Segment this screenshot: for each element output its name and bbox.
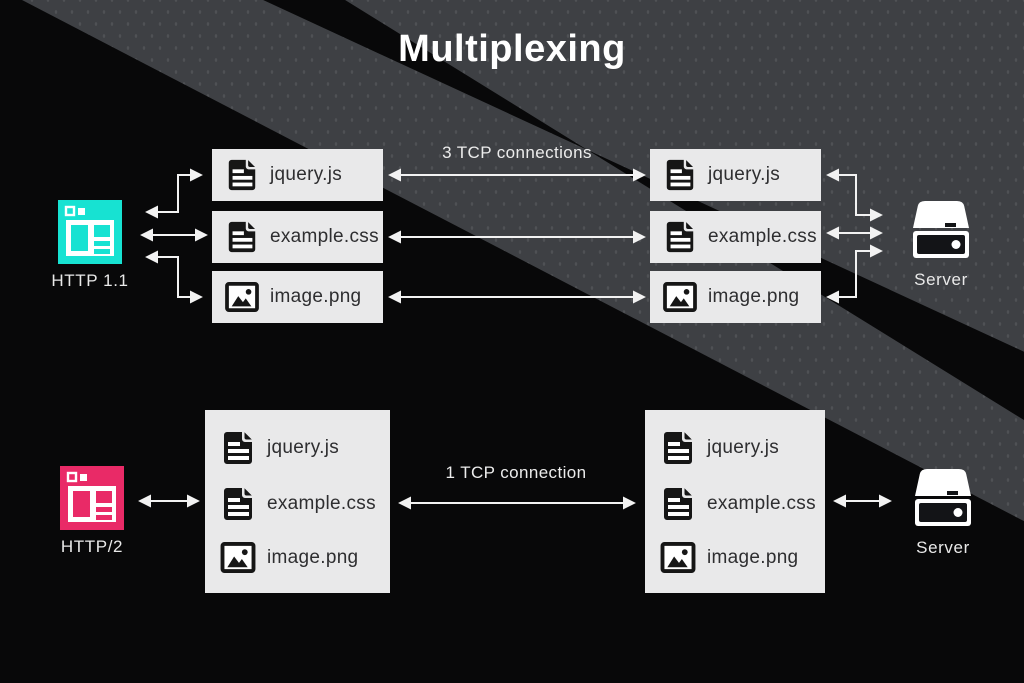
file-chip: jquery.js bbox=[650, 149, 821, 201]
file-document-icon bbox=[224, 488, 252, 520]
server-icon bbox=[913, 201, 969, 258]
file-document-icon bbox=[228, 159, 256, 191]
file-name: jquery.js bbox=[270, 164, 343, 185]
file-document-icon bbox=[664, 488, 692, 520]
file-document-icon bbox=[666, 221, 694, 253]
file-chip: image.png bbox=[650, 271, 821, 323]
file-document-icon bbox=[666, 159, 694, 191]
file-image-icon bbox=[225, 282, 259, 312]
http2-client-node: HTTP/2 bbox=[37, 466, 147, 557]
file-name: example.css bbox=[267, 493, 376, 514]
server-node: Server bbox=[888, 469, 998, 558]
file-name: image.png bbox=[707, 546, 799, 568]
file-name: jquery.js bbox=[708, 164, 781, 185]
tcp-connections-label: 3 TCP connections bbox=[442, 143, 592, 162]
file-chip: jquery.js bbox=[212, 149, 383, 201]
file-name: example.css bbox=[270, 226, 379, 247]
file-name: image.png bbox=[708, 286, 800, 307]
server-icon bbox=[915, 469, 971, 526]
file-document-icon bbox=[228, 221, 256, 253]
file-image-icon bbox=[220, 542, 256, 573]
file-name: jquery.js bbox=[267, 437, 340, 458]
file-row: example.css bbox=[660, 486, 825, 522]
client-label: HTTP/2 bbox=[60, 537, 124, 556]
server-label: Server bbox=[914, 270, 968, 289]
client-label: HTTP 1.1 bbox=[51, 271, 129, 290]
file-row: image.png bbox=[220, 542, 390, 573]
file-row: example.css bbox=[220, 486, 390, 522]
file-name: jquery.js bbox=[707, 437, 780, 458]
file-name: image.png bbox=[270, 286, 362, 307]
file-document-icon bbox=[224, 432, 252, 464]
file-image-icon bbox=[663, 282, 697, 312]
file-chip: example.css bbox=[650, 211, 821, 263]
server-node: Server bbox=[886, 201, 996, 290]
file-image-icon bbox=[660, 542, 696, 573]
browser-icon bbox=[58, 200, 122, 264]
file-row: jquery.js bbox=[660, 430, 825, 466]
http2-client-files-box: jquery.js example.css image.png bbox=[205, 410, 390, 593]
file-chip: image.png bbox=[212, 271, 383, 323]
http2-server-files-box: jquery.js example.css image.png bbox=[645, 410, 825, 593]
tcp-connections-label: 1 TCP connection bbox=[445, 463, 587, 482]
http11-client-node: HTTP 1.1 bbox=[35, 200, 145, 291]
file-row: jquery.js bbox=[220, 430, 390, 466]
server-label: Server bbox=[916, 538, 970, 557]
file-row: image.png bbox=[660, 542, 825, 573]
browser-icon bbox=[60, 466, 124, 530]
file-document-icon bbox=[664, 432, 692, 464]
page-title: Multiplexing bbox=[398, 28, 626, 70]
file-name: image.png bbox=[267, 546, 359, 568]
file-name: example.css bbox=[707, 493, 816, 514]
file-name: example.css bbox=[708, 226, 817, 247]
file-chip: example.css bbox=[212, 211, 383, 263]
